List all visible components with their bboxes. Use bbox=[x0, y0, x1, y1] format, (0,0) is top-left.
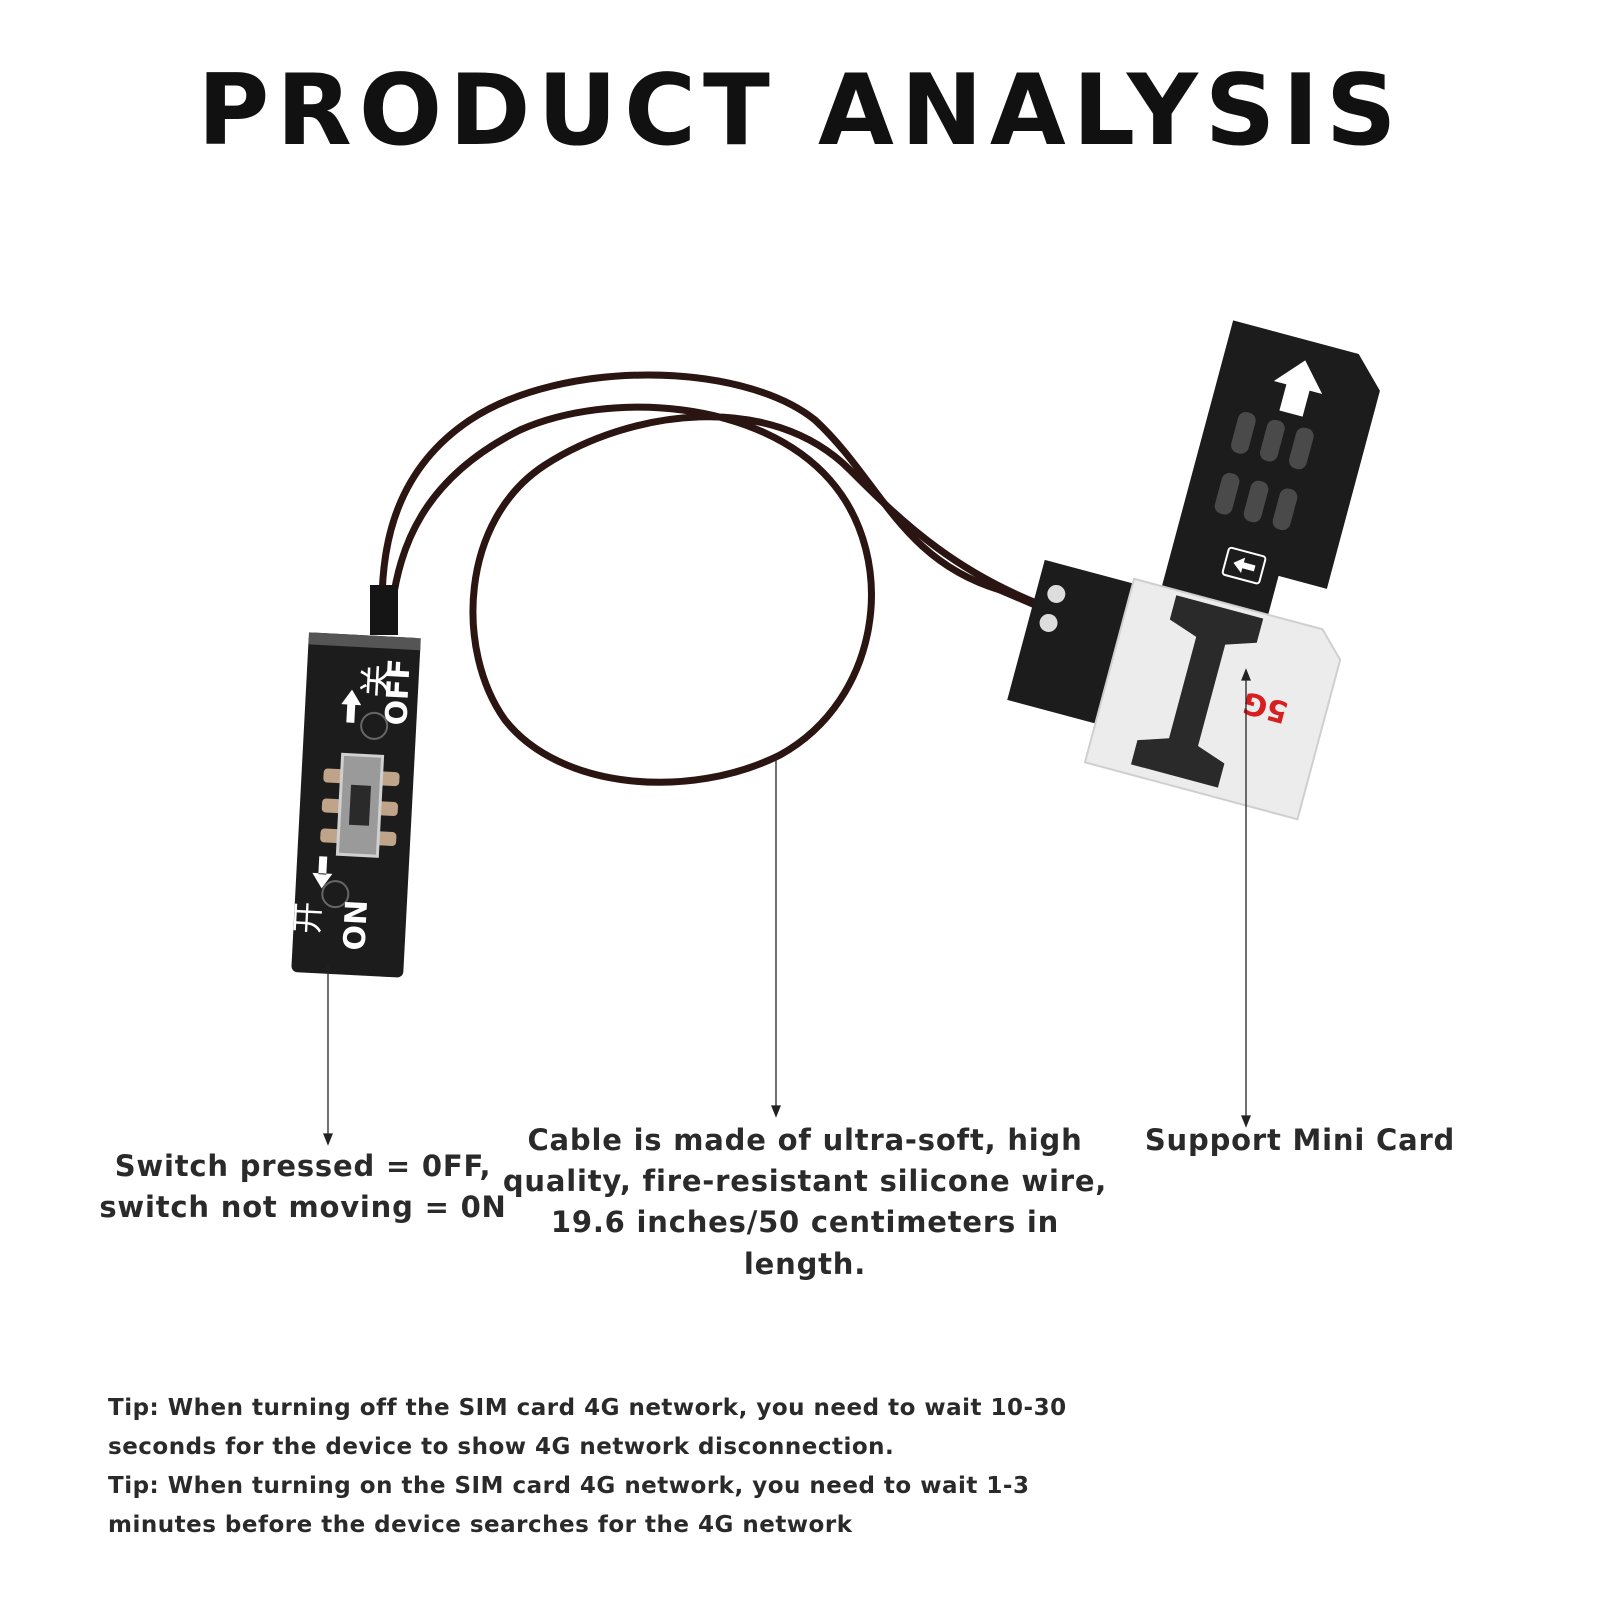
switch-callout: Switch pressed = 0FF, switch not moving … bbox=[99, 1149, 507, 1225]
direction-icon bbox=[1221, 546, 1267, 585]
mini-sim-card: 5G bbox=[1083, 577, 1342, 821]
switch-on-label: ON bbox=[337, 899, 375, 951]
tip-line-3: Tip: When turning on the SIM card 4G net… bbox=[108, 1473, 1030, 1499]
solder-pad-1 bbox=[1047, 584, 1066, 603]
card-callout: Support Mini Card bbox=[1144, 1123, 1456, 1157]
cable-ferrule bbox=[370, 585, 398, 635]
arrow-up-icon bbox=[341, 689, 362, 723]
switch-off-label: OFF bbox=[379, 658, 417, 726]
insert-arrow-icon bbox=[1273, 360, 1323, 417]
silicone-cable bbox=[378, 371, 1074, 786]
on-hole bbox=[321, 880, 350, 909]
sim-contacts bbox=[1214, 412, 1314, 531]
tip-line-1: Tip: When turning off the SIM card 4G ne… bbox=[108, 1395, 1067, 1421]
switch-off-cn-label: 关 bbox=[357, 663, 399, 699]
switch-pins bbox=[320, 768, 400, 846]
card-holder-clip bbox=[1130, 595, 1264, 788]
switch-board: 关 OFF 开 ON bbox=[288, 632, 421, 978]
tip-line-4: minutes before the device searches for t… bbox=[108, 1512, 853, 1538]
arrow-down-icon bbox=[312, 856, 333, 889]
switch-on-cn-label: 开 bbox=[288, 901, 328, 935]
cable-callout: Cable is made of ultra-soft, high qualit… bbox=[502, 1123, 1108, 1281]
page-title: PRODUCT ANALYSIS bbox=[197, 54, 1404, 168]
tip-line-2: seconds for the device to show 4G networ… bbox=[108, 1434, 895, 1460]
slide-knob bbox=[348, 784, 372, 826]
solder-pad-2 bbox=[1039, 613, 1058, 632]
off-hole bbox=[360, 711, 389, 740]
leader-lines bbox=[323, 668, 1251, 1146]
